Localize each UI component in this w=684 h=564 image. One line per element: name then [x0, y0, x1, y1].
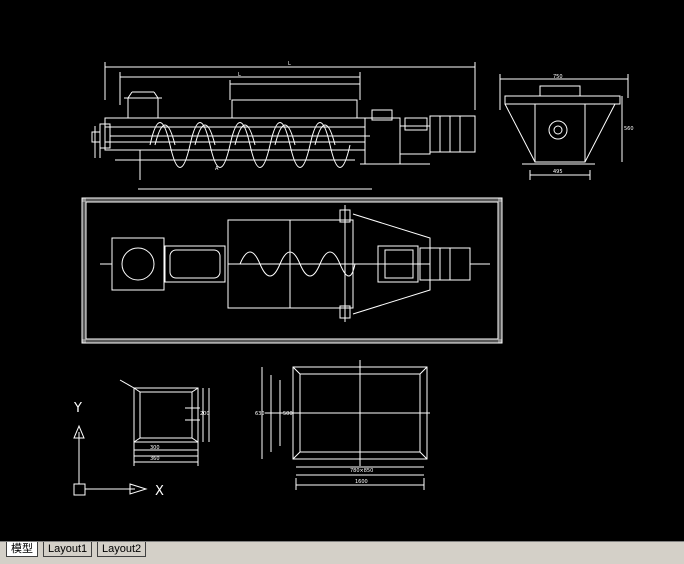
flange-detail [119, 379, 210, 466]
dim-top-L1: L [238, 72, 241, 78]
dim-right-bottom: 495 [553, 169, 563, 175]
dim-rect-left2: 500 [283, 411, 293, 417]
dim-rect-bottom: 1600 [355, 479, 368, 485]
dim-rect-mid: 780×850 [350, 468, 373, 474]
dim-rect-left: 630 [255, 411, 265, 417]
cad-drawing: L L A 750 495 560 200 300 360 1600 780×8… [73, 61, 634, 499]
dim-right-top: 750 [553, 74, 563, 80]
drawing-canvas[interactable]: L L A 750 495 560 200 300 360 1600 780×8… [0, 0, 684, 541]
dim-top-A: A [215, 166, 219, 172]
rect-detail [261, 360, 430, 490]
ucs-icon [73, 424, 148, 496]
ucs-x-label: X [155, 484, 164, 499]
dim-flange-b1: 300 [150, 445, 160, 451]
ucs-y-label: Y [73, 401, 82, 416]
tab-layout1[interactable]: Layout1 [43, 542, 93, 557]
dim-flange-side: 200 [200, 411, 210, 417]
plan-view [81, 197, 503, 344]
layout-tabs-bar: 模型 Layout1 Layout2 [0, 541, 684, 564]
tab-model[interactable]: 模型 [6, 542, 38, 557]
dim-top-L: L [288, 61, 291, 67]
dim-flange-b2: 360 [150, 456, 160, 462]
elevation-view [91, 62, 476, 190]
tab-layout2[interactable]: Layout2 [97, 542, 147, 557]
end-view [499, 74, 629, 180]
dim-right-side: 560 [624, 126, 634, 132]
